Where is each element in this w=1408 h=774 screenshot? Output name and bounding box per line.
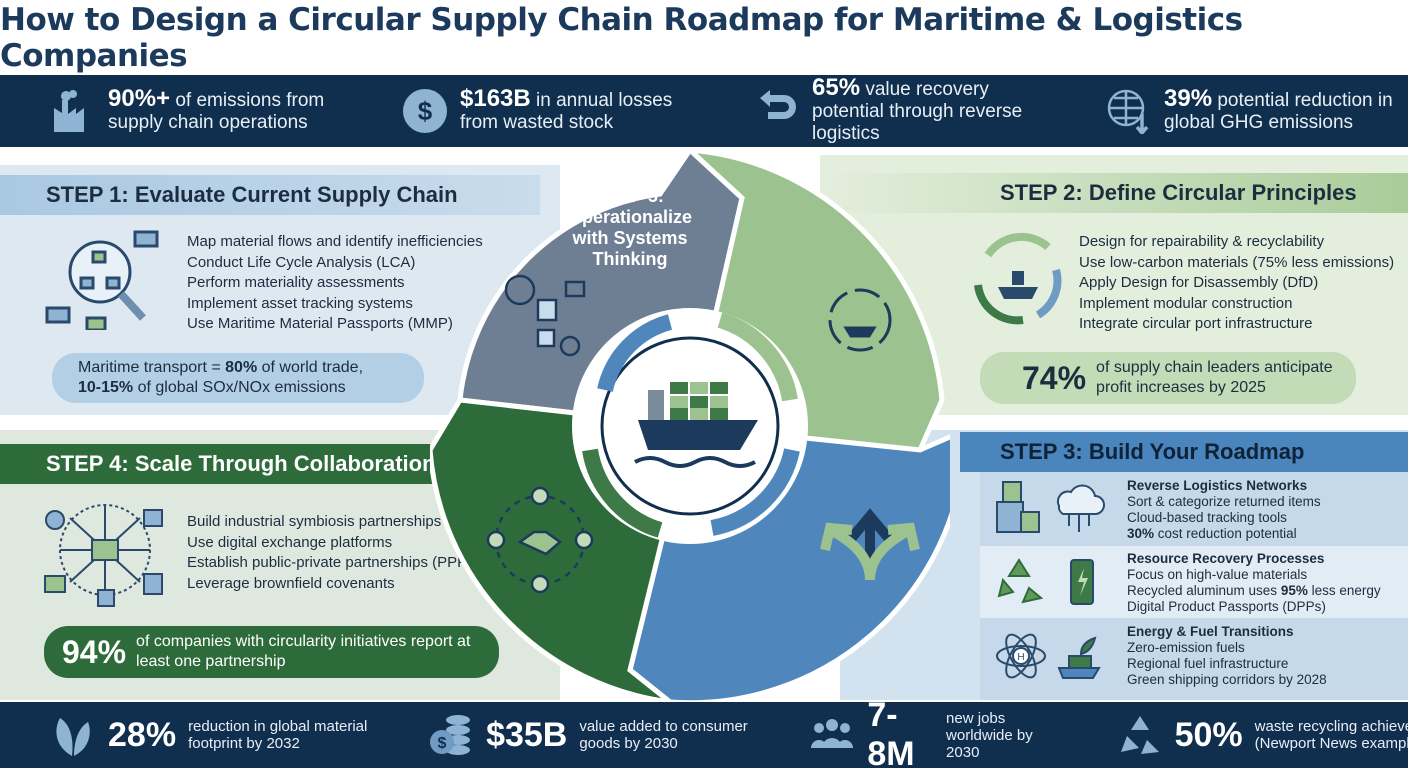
cycle-arrows	[582, 312, 800, 538]
hydrogen-ship-icon: H	[996, 633, 1101, 679]
handshake-cycle-icon	[486, 486, 594, 594]
gears-flow-icon	[504, 274, 586, 357]
stat-recovery: 65% value recovery potential through rev…	[704, 76, 1056, 145]
recycle-icon	[1120, 716, 1159, 754]
return-arrow-icon	[760, 90, 796, 119]
step4-stat: 94%of companies with circularity initiat…	[44, 626, 499, 678]
step3-row-resource-recovery: Resource Recovery Processes Focus on hig…	[1127, 551, 1381, 614]
step2-stat: 74%of supply chain leaders anticipate pr…	[980, 352, 1356, 404]
page-title: How to Design a Circular Supply Chain Ro…	[0, 1, 1243, 74]
stat-losses: $ $163B in annual losses from wasted sto…	[352, 87, 704, 134]
stat-recycling: 50%waste recycling achieved (Newport New…	[1067, 712, 1408, 758]
diverging-arrows-icon	[820, 508, 920, 581]
step2-list: Design for repairability & recyclability…	[1079, 233, 1395, 332]
magnifier-flow-icon	[45, 230, 159, 330]
svg-text:$: $	[418, 96, 433, 126]
network-handshake-icon	[44, 504, 163, 607]
step2-title: STEP 2: Define Circular Principles	[820, 173, 1408, 213]
circular-wheel	[430, 150, 950, 702]
svg-text:H: H	[1017, 652, 1024, 663]
factory-icon	[54, 90, 84, 132]
top-stats-bar: 90%+ of emissions from supply chain oper…	[0, 75, 1408, 147]
recycle-battery-icon	[997, 558, 1094, 605]
step1-callout: Maritime transport = 80% of world trade,…	[52, 353, 424, 403]
step5-title: STEP 5: Operationalize with Systems Thin…	[567, 186, 693, 269]
globe-down-icon	[1107, 89, 1149, 134]
step1-title: STEP 1: Evaluate Current Supply Chain	[0, 175, 540, 215]
dollar-icon: $	[403, 89, 447, 133]
stat-footprint: 28%reduction in global material footprin…	[0, 712, 378, 758]
stat-emissions: 90%+ of emissions from supply chain oper…	[0, 87, 352, 134]
ship-cycle-icon	[974, 232, 1062, 325]
step3-row-energy: Energy & Fuel Transitions Zero-emission …	[1127, 624, 1327, 687]
step4-title: STEP 4: Scale Through Collaboration	[0, 444, 440, 484]
people-icon	[811, 719, 854, 748]
leaf-icon	[56, 718, 90, 756]
ship-cycle-small-icon	[828, 288, 892, 352]
coins-icon: $	[430, 715, 471, 755]
step1-panel: STEP 1: Evaluate Current Supply Chain Ma…	[0, 165, 560, 415]
stat-ghg: 39% potential reduction in global GHG em…	[1056, 87, 1408, 134]
step3-row-reverse-logistics: Reverse Logistics Networks Sort & catego…	[1127, 478, 1321, 541]
cargo-ship-icon	[634, 382, 758, 468]
step3-title: STEP 3: Build Your Roadmap	[960, 432, 1408, 472]
svg-text:$: $	[438, 735, 447, 752]
step1-list: Map material flows and identify ineffici…	[187, 233, 483, 332]
bottom-stats-bar: 28%reduction in global material footprin…	[0, 696, 1408, 773]
boxes-cloud-icon	[996, 481, 1105, 533]
